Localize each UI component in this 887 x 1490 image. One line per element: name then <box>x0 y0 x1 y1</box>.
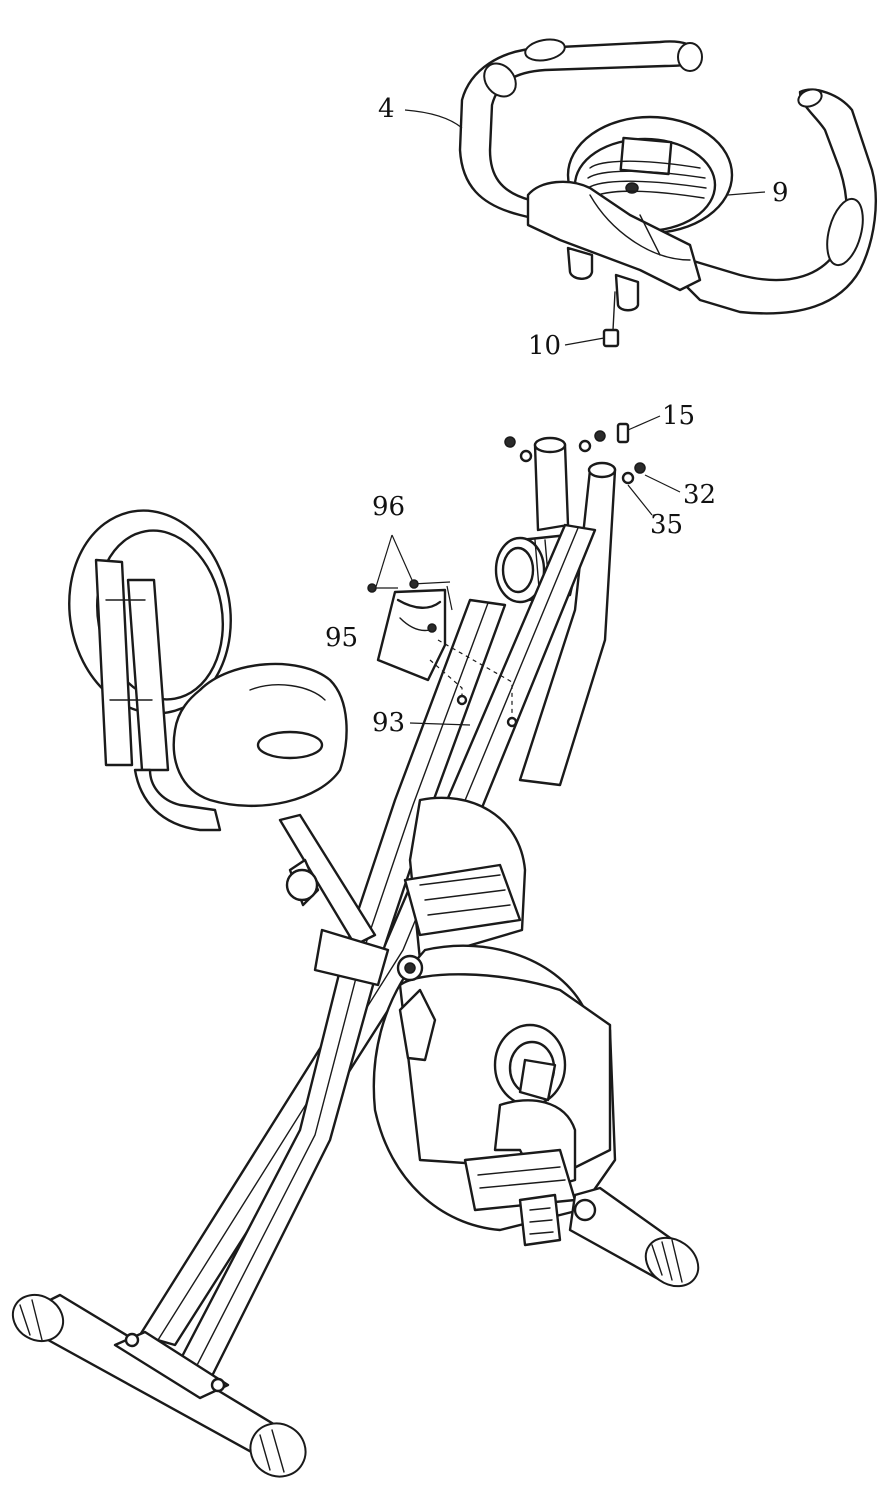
pedal <box>463 1099 577 1247</box>
sensor-cable-end <box>616 422 630 444</box>
front-post <box>518 436 617 787</box>
bolt-set <box>504 415 681 516</box>
callout-15: 15 <box>662 401 696 431</box>
leader-lines <box>404 109 766 196</box>
phone-holder <box>367 534 518 728</box>
callout-35: 35 <box>650 510 684 540</box>
callout-9: 9 <box>772 178 789 208</box>
seat-assembly <box>68 509 390 987</box>
callout-4: 4 <box>378 94 395 124</box>
callout-10: 10 <box>528 331 562 361</box>
front-stabilizer <box>568 1186 700 1288</box>
callout-95: 95 <box>325 623 359 653</box>
callout-32: 32 <box>683 480 717 510</box>
sensor-connector <box>564 328 620 348</box>
callout-96: 96 <box>372 492 406 522</box>
handlebar <box>458 38 877 315</box>
console <box>526 115 734 331</box>
callout-93: 93 <box>372 708 406 738</box>
rear-stabilizer <box>11 1293 307 1478</box>
